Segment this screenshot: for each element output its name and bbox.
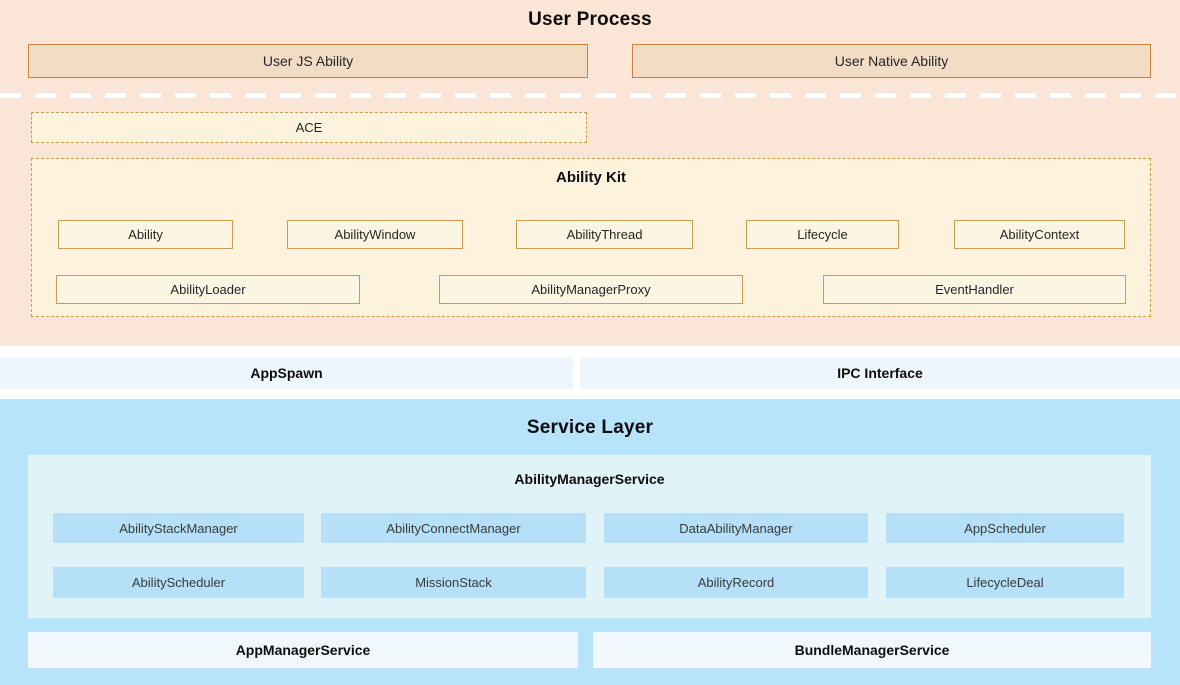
user-process-title: User Process (528, 9, 652, 30)
ability-record-box: AbilityRecord (604, 567, 868, 598)
ability-kit-title: Ability Kit (556, 169, 626, 186)
ability-scheduler-box: AbilityScheduler (53, 567, 304, 598)
ability-manager-service-container: AbilityManagerService AbilityStackManage… (28, 455, 1151, 618)
ability-thread-box: AbilityThread (516, 220, 693, 249)
event-handler-box: EventHandler (823, 275, 1126, 304)
lifecycle-box: Lifecycle (746, 220, 899, 249)
ability-stack-manager-box: AbilityStackManager (53, 513, 304, 543)
data-ability-manager-box: DataAbilityManager (604, 513, 868, 543)
service-layer-section: Service Layer AbilityManagerService Abil… (0, 399, 1180, 685)
app-scheduler-box: AppScheduler (886, 513, 1124, 543)
service-layer-title: Service Layer (526, 417, 654, 438)
user-process-section: User Process User JS Ability User Native… (0, 0, 1180, 346)
ability-box: Ability (58, 220, 233, 249)
ability-connect-manager-box: AbilityConnectManager (321, 513, 586, 543)
app-manager-service-box: AppManagerService (28, 632, 578, 668)
ability-manager-proxy-box: AbilityManagerProxy (439, 275, 743, 304)
user-native-ability-box: User Native Ability (632, 44, 1151, 78)
ipc-interface-bar: IPC Interface (580, 357, 1180, 389)
user-js-ability-box: User JS Ability (28, 44, 588, 78)
lifecycle-deal-box: LifecycleDeal (886, 567, 1124, 598)
bundle-manager-service-box: BundleManagerService (593, 632, 1151, 668)
ability-loader-box: AbilityLoader (56, 275, 360, 304)
process-boundary-dashed-line (0, 93, 1180, 98)
mission-stack-box: MissionStack (321, 567, 586, 598)
appspawn-bar: AppSpawn (0, 357, 573, 389)
ace-box: ACE (31, 112, 587, 143)
ability-context-box: AbilityContext (954, 220, 1125, 249)
ability-kit-container: Ability Kit Ability AbilityWindow Abilit… (31, 158, 1151, 317)
ability-manager-service-title: AbilityManagerService (514, 471, 665, 487)
ability-window-box: AbilityWindow (287, 220, 463, 249)
